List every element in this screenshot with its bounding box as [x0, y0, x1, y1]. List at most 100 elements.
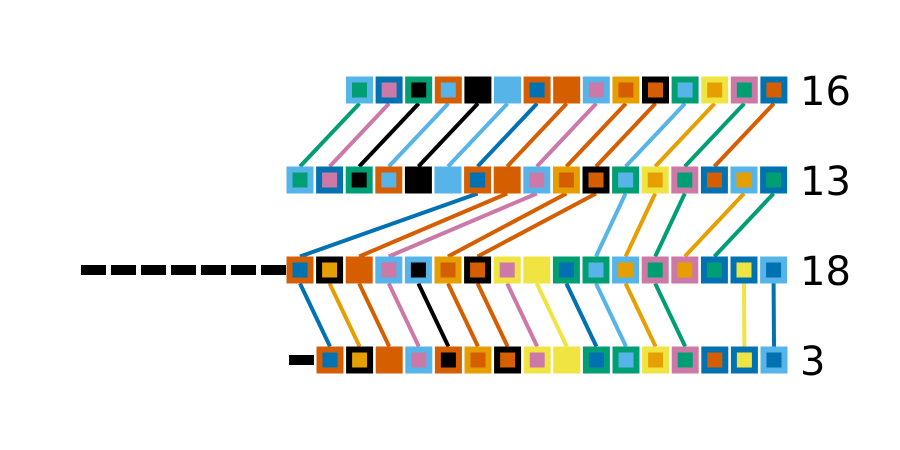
cell-core	[470, 172, 486, 188]
cell-core	[736, 352, 752, 368]
cell	[464, 166, 492, 194]
connection-line	[564, 102, 628, 168]
connection-line	[594, 102, 657, 168]
gap-dashes	[81, 265, 314, 365]
cell-core	[648, 82, 663, 98]
cell	[494, 346, 522, 374]
gap-dash	[171, 265, 196, 275]
connection-line	[357, 102, 421, 168]
cell-core	[588, 262, 604, 278]
cell	[612, 346, 640, 374]
cell	[375, 166, 403, 194]
cell	[552, 166, 580, 194]
cell-core	[677, 172, 693, 188]
connection-line	[712, 192, 776, 258]
cell-core	[677, 262, 693, 278]
cell-core	[381, 352, 397, 368]
gap-dash	[81, 265, 106, 275]
connection-line	[298, 282, 332, 348]
connection-line	[299, 191, 479, 259]
cell-core	[411, 82, 427, 98]
cell	[582, 346, 610, 374]
cell-core	[381, 172, 397, 188]
cell-core	[706, 262, 722, 278]
cell-core	[440, 262, 456, 278]
cell-core	[558, 262, 574, 278]
cell	[434, 166, 462, 194]
cell	[316, 166, 344, 194]
connection-line	[564, 282, 599, 348]
cell	[464, 256, 492, 284]
cell	[701, 76, 729, 104]
cell	[730, 76, 758, 104]
connection-line	[535, 102, 598, 168]
cell-core	[470, 82, 486, 98]
cell-core	[558, 172, 574, 188]
cell	[700, 256, 728, 284]
cell	[523, 76, 551, 104]
connection-line	[446, 282, 480, 348]
connection-line	[388, 191, 538, 259]
cell	[404, 166, 432, 194]
connection-line	[623, 192, 658, 258]
connection-line	[416, 282, 451, 348]
cell-core	[381, 262, 397, 278]
cell	[760, 346, 788, 374]
cell-core	[736, 172, 752, 188]
cell-core	[766, 82, 782, 98]
gap-dash	[111, 265, 136, 275]
gap-dash	[261, 265, 286, 275]
cell	[582, 256, 610, 284]
connection-line	[416, 102, 480, 168]
gap-dash	[231, 265, 256, 275]
cell-core	[647, 262, 663, 278]
cell-core	[648, 352, 664, 368]
connection-line	[712, 102, 776, 168]
cell	[671, 346, 699, 374]
cell	[464, 76, 492, 104]
gap-dash	[201, 265, 226, 275]
row-label-3: 3	[800, 339, 825, 385]
connection-line	[298, 102, 361, 168]
cell	[405, 76, 433, 104]
cell	[346, 76, 373, 104]
cell-core	[618, 262, 634, 278]
row-labels: 16 13 18 3	[800, 69, 851, 385]
cell-core	[677, 82, 693, 98]
cell	[612, 256, 640, 284]
cell-core	[292, 172, 308, 188]
cell-core	[736, 262, 752, 278]
cell-core	[440, 352, 456, 368]
cell	[523, 166, 551, 194]
cell	[760, 166, 788, 194]
connection-line	[653, 102, 717, 168]
connection-line	[476, 191, 597, 259]
cell	[582, 76, 610, 104]
connection-lines	[298, 102, 776, 348]
cell	[730, 346, 758, 374]
cell-core	[766, 262, 782, 278]
cell	[730, 166, 758, 194]
connection-line	[505, 102, 569, 168]
gap-dash	[289, 355, 314, 365]
connection-line	[476, 102, 539, 168]
cell	[582, 166, 610, 194]
cell-core	[529, 82, 545, 98]
connection-line	[653, 282, 688, 348]
cell	[523, 256, 551, 284]
cell-core	[322, 262, 338, 278]
row-label-2: 18	[800, 249, 851, 295]
cell-core	[588, 352, 604, 368]
cell	[375, 256, 403, 284]
cell	[405, 346, 433, 374]
cell	[671, 76, 699, 104]
cell	[641, 166, 669, 194]
cell	[434, 346, 462, 374]
cell	[493, 256, 521, 284]
row-label-0: 16	[800, 69, 851, 115]
cell	[700, 166, 728, 194]
cell-core	[677, 352, 693, 368]
cell-core	[410, 172, 426, 188]
cell-core	[352, 82, 367, 98]
cell-core	[588, 172, 604, 188]
